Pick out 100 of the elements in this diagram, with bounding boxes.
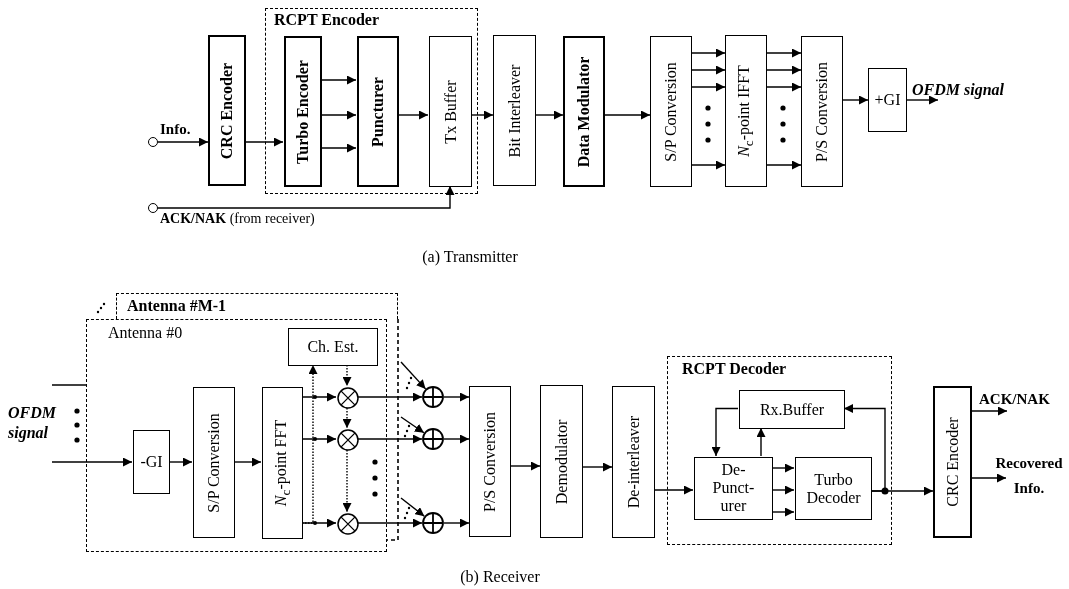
process-box	[429, 36, 472, 187]
dotted-arrow	[301, 364, 318, 524]
figure-caption: (b) Receiver	[460, 568, 540, 586]
dotted-arrow	[342, 449, 352, 513]
arrow	[771, 463, 795, 473]
process-box	[493, 35, 536, 186]
arrow	[691, 48, 726, 58]
arrow	[470, 110, 494, 120]
box-label: Ch. Est.	[307, 337, 359, 357]
arrow	[397, 110, 429, 120]
process-box	[540, 385, 583, 538]
edge-label: Info.	[160, 121, 191, 138]
adder-symbol	[422, 428, 444, 450]
group-title: RCPT Decoder	[682, 360, 787, 378]
process-box	[933, 386, 972, 538]
process-box	[133, 430, 170, 494]
group-title: RCPT Encoder	[274, 11, 380, 29]
arrow	[357, 518, 423, 528]
arrow	[691, 65, 726, 75]
box-label: Turbo Encoder	[294, 59, 312, 164]
process-box	[288, 328, 378, 366]
arrow	[906, 95, 939, 105]
arrow	[443, 518, 470, 528]
box-label: Turbo Decoder	[805, 470, 862, 507]
arrow	[971, 406, 1008, 416]
process-box	[868, 68, 907, 132]
multiplier-symbol	[337, 513, 359, 535]
adder-symbol	[422, 512, 444, 534]
arrow	[301, 392, 337, 402]
arrow	[301, 518, 337, 528]
figure-caption: (a) Transmitter	[422, 248, 518, 266]
arrow	[320, 75, 357, 85]
box-label: Demodulator	[552, 419, 571, 504]
arrow	[766, 160, 802, 170]
arrow	[766, 82, 802, 92]
box-label: P/S Conversion	[481, 411, 499, 512]
process-box	[357, 36, 399, 187]
arrow	[400, 497, 426, 517]
arrow	[766, 65, 802, 75]
edge-label: Recovered Info.	[994, 454, 1064, 498]
signal-label: OFDM signal	[8, 402, 58, 444]
arrow	[510, 461, 541, 471]
process-box	[694, 457, 773, 520]
box-label: Rx.Buffer	[759, 400, 825, 419]
arrow	[756, 427, 766, 457]
box-label: +GI	[874, 90, 901, 110]
connector-line	[51, 384, 87, 386]
arrow	[443, 392, 470, 402]
arrow	[400, 361, 427, 390]
box-label: Data Modulator	[575, 56, 593, 167]
dotted-arrow	[342, 364, 352, 387]
dashed-group-box	[265, 8, 478, 194]
process-box	[795, 457, 872, 520]
arrow	[691, 160, 726, 170]
box-label: S/P Conversion	[662, 61, 680, 162]
arrow	[51, 457, 133, 467]
group-title: Antenna #M-1	[127, 297, 227, 315]
box-label: S/P Conversion	[205, 412, 223, 513]
arrow	[771, 507, 795, 517]
process-box	[262, 387, 303, 539]
arrow	[766, 48, 802, 58]
arrow	[245, 137, 284, 147]
arrow	[691, 82, 726, 92]
dashed-group-box	[116, 293, 398, 319]
process-box	[725, 35, 767, 187]
arrow	[843, 404, 886, 492]
edge-label: ACK/NAK	[979, 391, 1050, 408]
arrow	[535, 110, 564, 120]
arrow	[400, 416, 425, 434]
box-label: CRC Encoder	[218, 62, 236, 159]
process-box	[739, 390, 845, 429]
group-title: Antenna #0	[108, 324, 183, 342]
process-box	[801, 36, 843, 187]
box-label: Tx Buffer	[441, 79, 460, 144]
process-box	[469, 386, 511, 537]
arrow	[301, 434, 337, 444]
arrow	[711, 407, 739, 457]
box-label: P/S Conversion	[813, 61, 831, 162]
arrow	[443, 434, 470, 444]
arrow	[842, 95, 869, 105]
box-label: Bit Interleaver	[505, 64, 524, 157]
dotted-arrow	[342, 407, 352, 429]
arrow	[320, 143, 357, 153]
arrow	[233, 457, 262, 467]
process-box	[612, 386, 655, 538]
arrow	[168, 457, 193, 467]
arrow	[604, 110, 651, 120]
dashed-group-box	[86, 319, 387, 552]
arrow	[771, 485, 795, 495]
box-label: Puncturer	[369, 76, 387, 147]
multiplier-symbol	[337, 429, 359, 451]
arrow	[157, 185, 455, 209]
multiplier-symbol	[337, 387, 359, 409]
box-label: De-interleaver	[624, 415, 643, 509]
box-label: CRC Encoder	[943, 417, 962, 507]
process-box	[193, 387, 235, 538]
dashed-group-box	[667, 356, 892, 545]
arrow	[357, 392, 423, 402]
arrow	[157, 137, 209, 147]
arrow	[654, 485, 694, 495]
